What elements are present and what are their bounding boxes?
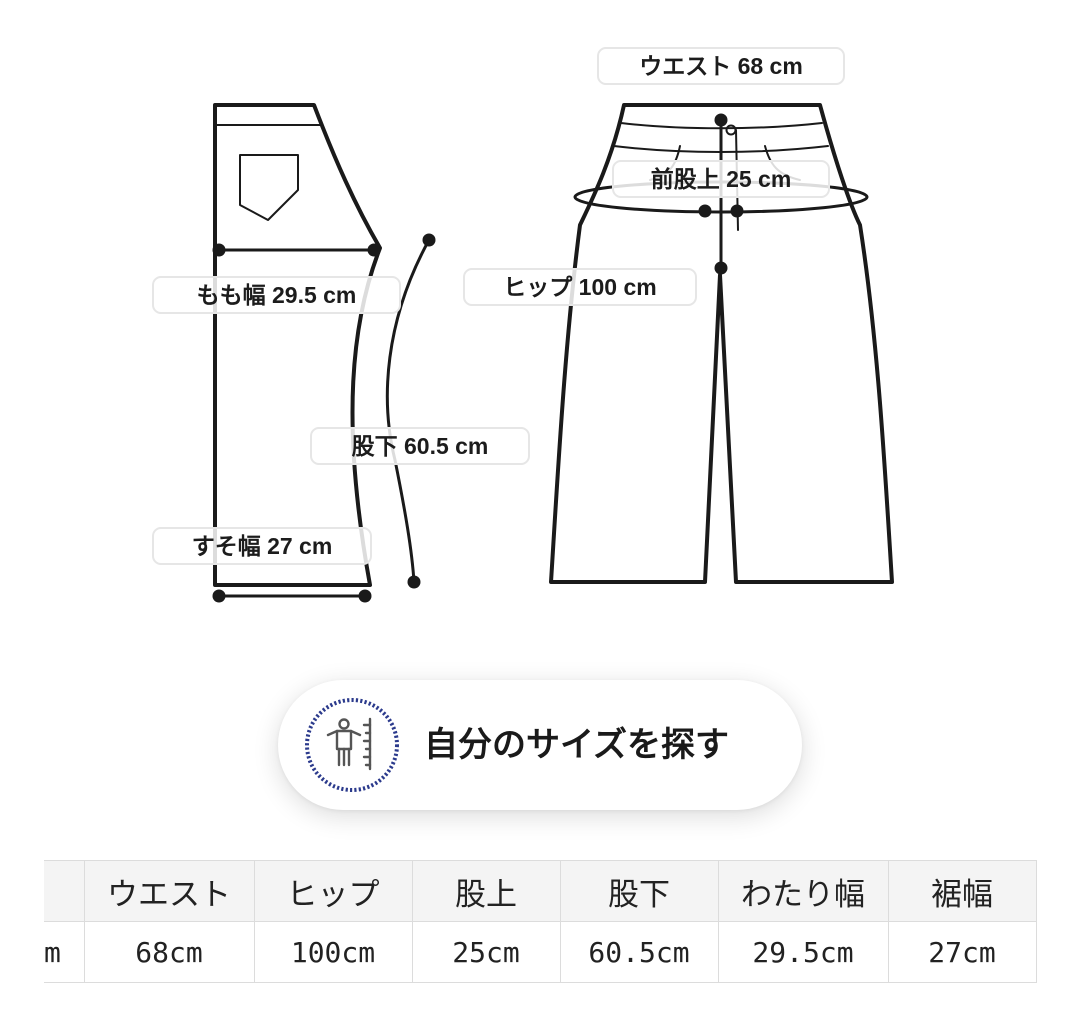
size-table-header-hem: 裾幅 (887, 860, 1037, 922)
hem-cell: 27cm (887, 921, 1037, 983)
rise-cell: 25cm (411, 921, 561, 983)
table-row: m 68cm 100cm 25cm 60.5cm 29.5cm 27cm (44, 921, 1037, 983)
hem-width-measurement-label: すそ幅 27 cm (152, 527, 372, 565)
hip-measurement-label: ヒップ 100 cm (463, 268, 697, 306)
find-my-size-label: 自分のサイズを探す (424, 725, 729, 765)
thigh-cell: 29.5cm (717, 921, 889, 983)
inseam-measurement-label: 股下 60.5 cm (310, 427, 530, 465)
person-measure-icon (305, 698, 399, 792)
size-table: ウエスト ヒップ 股上 股下 わたり幅 裾幅 m 68cm 100cm 25cm… (44, 860, 1037, 983)
size-table-header-inseam: 股下 (559, 860, 719, 922)
size-cell: m (44, 921, 85, 983)
size-table-header-thigh: わたり幅 (717, 860, 889, 922)
measurement-dots (212, 113, 744, 603)
size-table-header-waist: ウエスト (83, 860, 255, 922)
hip-cell: 100cm (253, 921, 413, 983)
size-table-header-size (44, 860, 85, 922)
inseam-cell: 60.5cm (559, 921, 719, 983)
size-table-header-row: ウエスト ヒップ 股上 股下 わたり幅 裾幅 (44, 860, 1037, 922)
size-table-header-hip: ヒップ (253, 860, 413, 922)
find-my-size-button[interactable]: 自分のサイズを探す (278, 680, 802, 810)
side-view-pants (213, 103, 382, 587)
thigh-width-measurement-label: もも幅 29.5 cm (152, 276, 401, 314)
waist-cell: 68cm (83, 921, 255, 983)
front-rise-measurement-label: 前股上 25 cm (612, 160, 830, 198)
waist-measurement-label: ウエスト 68 cm (597, 47, 845, 85)
size-table-header-rise: 股上 (411, 860, 561, 922)
